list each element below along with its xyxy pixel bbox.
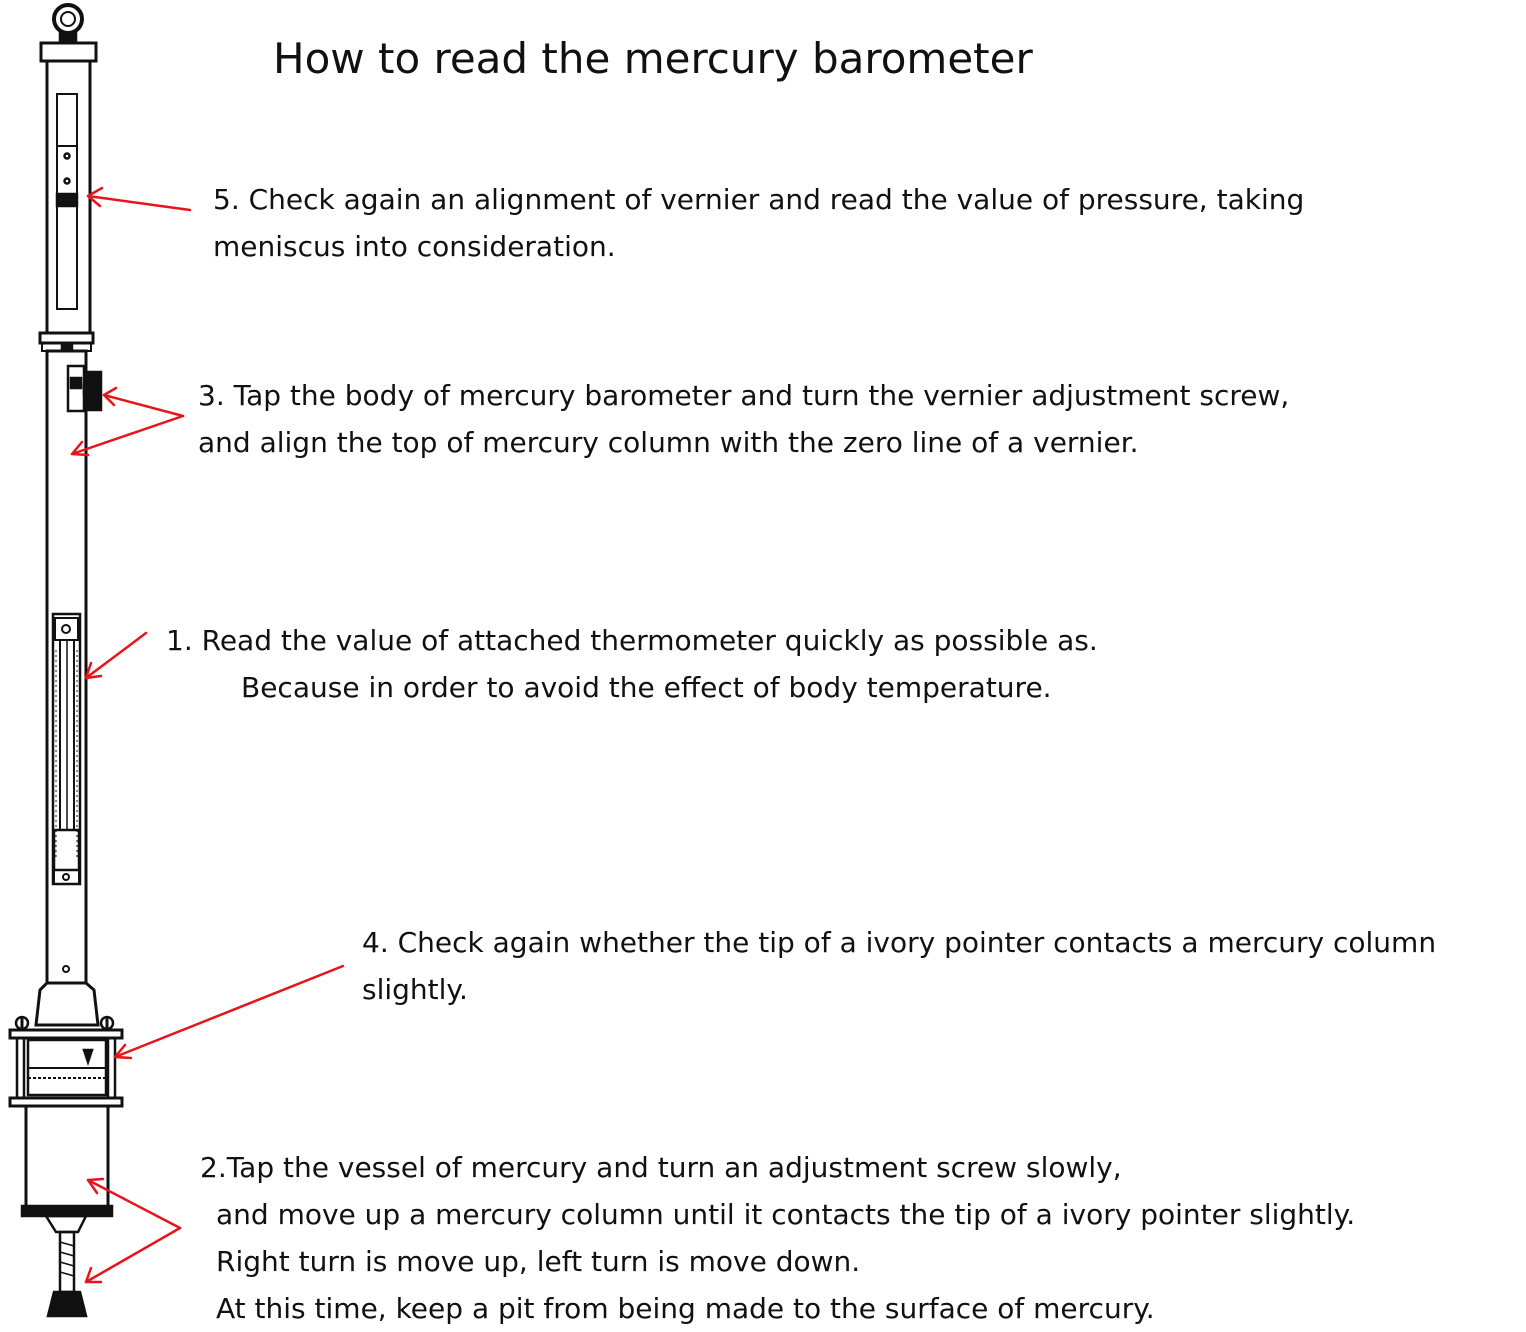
step-4-line-1: 4. Check again whether the tip of a ivor… — [362, 926, 1437, 959]
arrow-step4 — [113, 964, 345, 1059]
step-1-line-2: Because in order to avoid the effect of … — [241, 671, 1052, 704]
vernier-slide — [55, 192, 79, 208]
step-3-line-2: and align the top of mercury column with… — [198, 426, 1139, 459]
arrow-step2-vessel — [86, 1178, 182, 1230]
step-2-line-1: 2.Tap the vessel of mercury and turn an … — [200, 1151, 1122, 1184]
step-5-line-2: meniscus into consideration. — [213, 230, 616, 263]
step-2-line-2: and move up a mercury column until it co… — [216, 1198, 1356, 1231]
cistern-cone — [34, 981, 100, 1027]
step-1-line-1: 1. Read the value of attached thermomete… — [166, 624, 1098, 657]
step-3-line-1: 3. Tap the body of mercury barometer and… — [198, 379, 1290, 412]
step-2-line-3: Right turn is move up, left turn is move… — [216, 1245, 861, 1278]
step-5-line-1: 5. Check again an alignment of vernier a… — [213, 183, 1305, 216]
step-4-annotation: 4. Check again whether the tip of a ivor… — [362, 919, 1436, 1013]
hanging-ring — [52, 3, 84, 35]
page-title: How to read the mercury barometer — [273, 34, 1033, 83]
step-2-annotation: 2.Tap the vessel of mercury and turn an … — [200, 1144, 1355, 1332]
vernier-screw-knob — [86, 370, 103, 412]
step-3-annotation: 3. Tap the body of mercury barometer and… — [198, 372, 1289, 466]
step-4-line-2: slightly. — [362, 973, 468, 1006]
adjustment-knob — [46, 1290, 88, 1318]
step-1-annotation: 1. Read the value of attached thermomete… — [166, 617, 1098, 711]
step-5-annotation: 5. Check again an alignment of vernier a… — [213, 176, 1304, 270]
arrow-step3-screw — [102, 393, 185, 418]
arrow-step5 — [86, 194, 192, 212]
ivory-pointer — [82, 1048, 94, 1066]
arrow-step2-screw — [84, 1226, 182, 1284]
pointer-arrows — [70, 186, 345, 1284]
arrow-step1 — [84, 631, 148, 680]
step-2-line-4: At this time, keep a pit from being made… — [216, 1292, 1155, 1325]
arrow-step3-tube — [70, 414, 185, 456]
